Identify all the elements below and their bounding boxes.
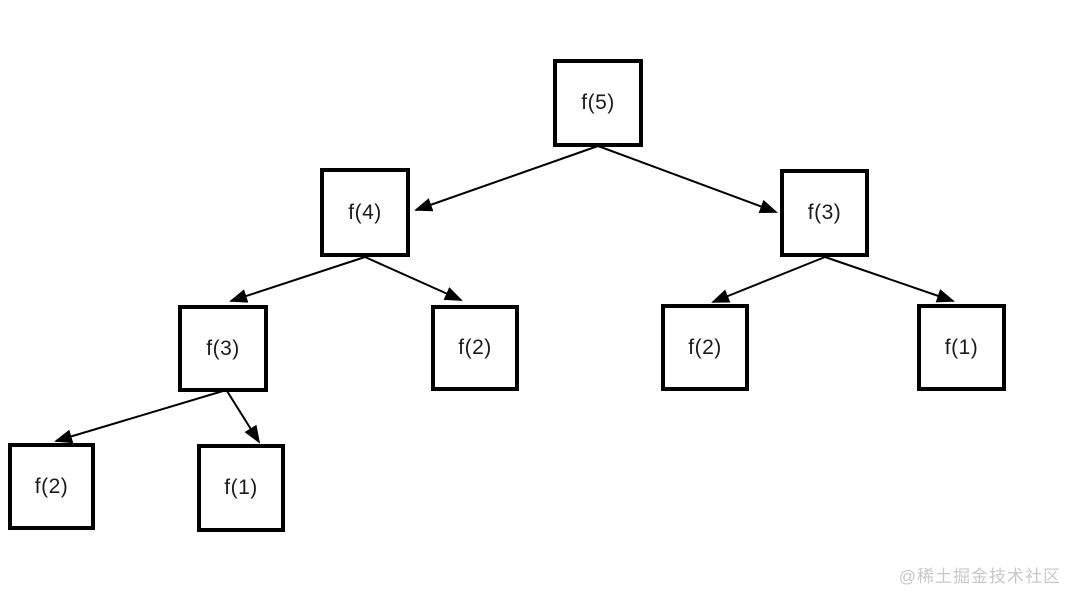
node-label: f(3): [807, 201, 842, 224]
tree-node-f3-left: f(3): [178, 305, 268, 392]
watermark-text: @稀土掘金技术社区: [898, 567, 1061, 586]
node-label: f(4): [348, 200, 382, 224]
edge-f5-f3r: [597, 145, 778, 214]
tree-node-f3-right: f(3): [780, 169, 869, 257]
node-label: f(2): [34, 474, 69, 498]
tree-node-f2-mid: f(2): [431, 305, 519, 391]
node-label: f(3): [206, 336, 240, 360]
node-label: f(2): [458, 336, 492, 359]
tree-node-f1-bottom: f(1): [197, 444, 285, 532]
edge-f3l-f1b: [226, 390, 261, 444]
tree-node-f4: f(4): [320, 168, 410, 257]
node-label: f(1): [944, 335, 979, 359]
node-label: f(5): [581, 91, 615, 114]
edge-f4-f3l: [229, 256, 366, 303]
edge-f3l-f2b: [54, 390, 224, 444]
node-label: f(1): [224, 476, 258, 499]
tree-node-f5: f(5): [553, 59, 643, 147]
edge-f5-f4: [414, 145, 599, 212]
tree-node-f1-right: f(1): [917, 304, 1006, 391]
edge-f3r-f2r: [711, 256, 826, 303]
tree-node-f2-bottom: f(2): [8, 443, 95, 530]
tree-node-f2-right: f(2): [661, 304, 749, 391]
edge-f4-f2m: [364, 256, 463, 301]
edge-f3r-f1r: [824, 256, 955, 303]
node-label: f(2): [688, 335, 722, 359]
